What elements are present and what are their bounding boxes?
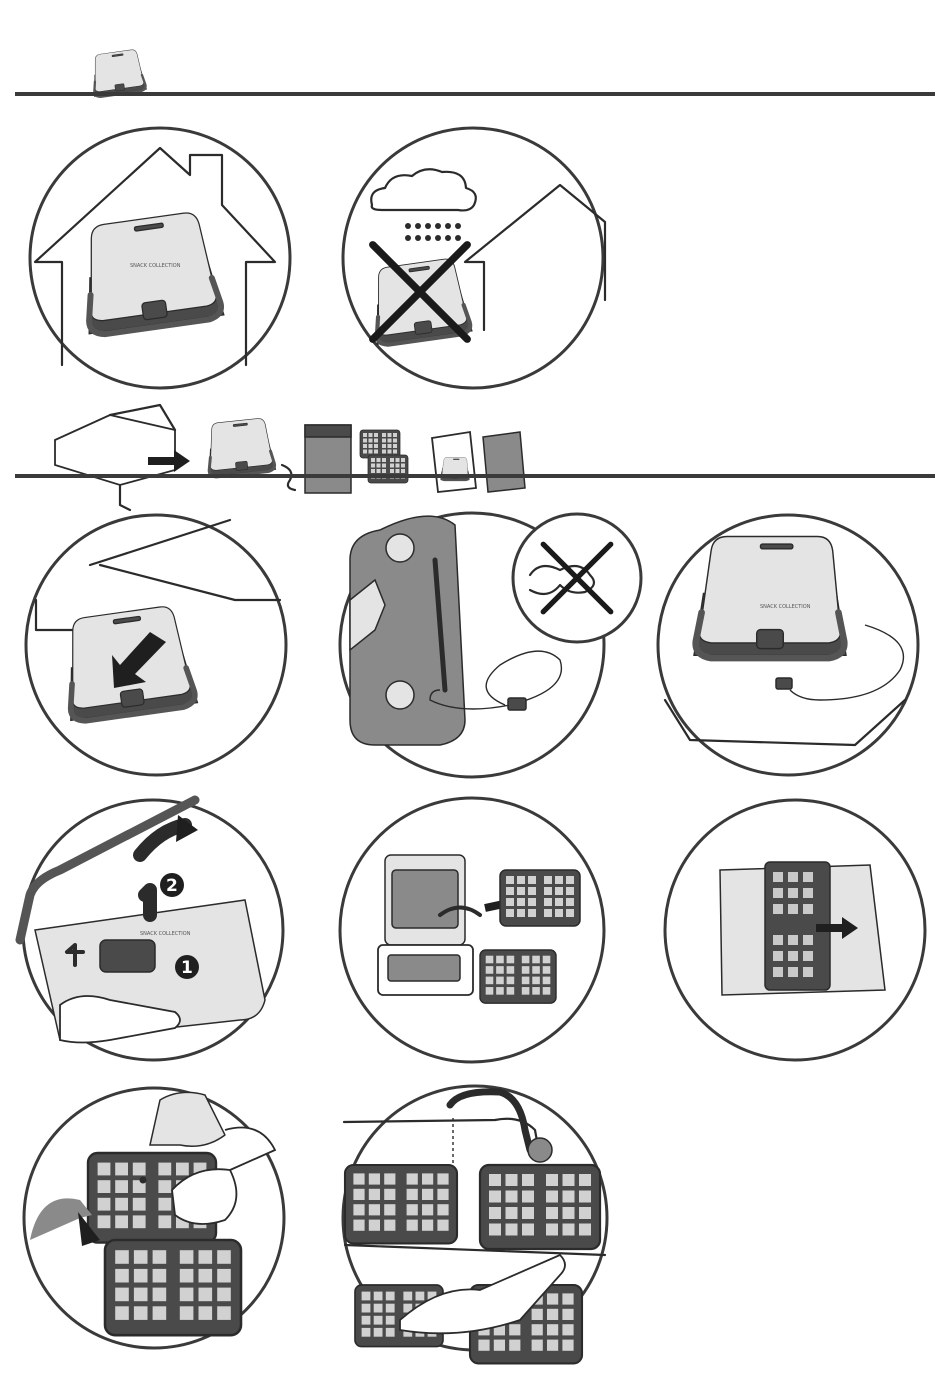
panel-no-outdoor-rain: [343, 128, 605, 388]
brand-label: SNACK COLLECTION: [130, 263, 181, 269]
section-divider: [15, 92, 935, 96]
panel-wash-plates: [24, 1088, 284, 1348]
panel-place-on-surface: SNACK COLLECTION: [658, 515, 918, 775]
section-divider: [15, 474, 935, 478]
svg-text:2: 2: [166, 876, 178, 896]
panel-rinse-and-dry: [343, 1086, 607, 1363]
brand-label: SNACK COLLECTION: [760, 604, 811, 610]
panel-open-lid: 2 1 SNACK COLLECTION: [20, 800, 283, 1060]
recipe-book-icon: [483, 432, 525, 492]
unboxing-strip: [55, 405, 525, 510]
panel-remove-from-box: [26, 515, 286, 775]
brand-label: SNACK COLLECTION: [140, 931, 191, 937]
panel-slide-plate: [665, 800, 925, 1060]
svg-text:1: 1: [181, 958, 193, 978]
panel-unwind-cord: [340, 513, 641, 777]
plug-icon: [508, 698, 526, 710]
detergent-bottle-icon: [150, 1092, 225, 1146]
panel-indoor-use: SNACK COLLECTION: [30, 128, 290, 388]
panel-remove-plates: [340, 798, 604, 1062]
plug-icon: [776, 678, 792, 689]
header-machine-icon: [89, 48, 147, 97]
